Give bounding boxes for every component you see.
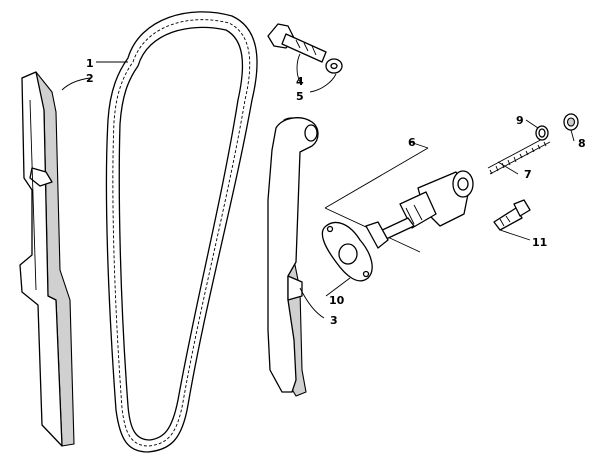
timing-chain bbox=[105, 11, 258, 453]
callout-3: 3 bbox=[330, 314, 338, 327]
callout-4: 4 bbox=[296, 75, 304, 88]
mounting-bolt bbox=[493, 199, 531, 231]
tensioner-gasket bbox=[321, 221, 373, 282]
right-tensioner-guide bbox=[267, 117, 319, 397]
callout-2: 2 bbox=[86, 72, 94, 85]
callout-7: 7 bbox=[524, 168, 532, 181]
o-ring bbox=[535, 125, 549, 141]
callout-8: 8 bbox=[578, 137, 586, 150]
tensioner-spring bbox=[487, 135, 551, 175]
tensioner-body bbox=[365, 170, 474, 249]
callout-11: 11 bbox=[532, 236, 547, 249]
callout-10: 10 bbox=[329, 294, 345, 307]
callout-5: 5 bbox=[296, 90, 304, 103]
cap-plug bbox=[563, 113, 579, 131]
callout-9: 9 bbox=[516, 114, 524, 127]
leader-lines bbox=[61, 53, 575, 319]
pivot-bolt bbox=[267, 23, 327, 63]
callout-1: 1 bbox=[86, 57, 94, 70]
left-chain-guide bbox=[19, 71, 75, 447]
callout-6: 6 bbox=[408, 136, 416, 149]
washer bbox=[325, 58, 343, 74]
